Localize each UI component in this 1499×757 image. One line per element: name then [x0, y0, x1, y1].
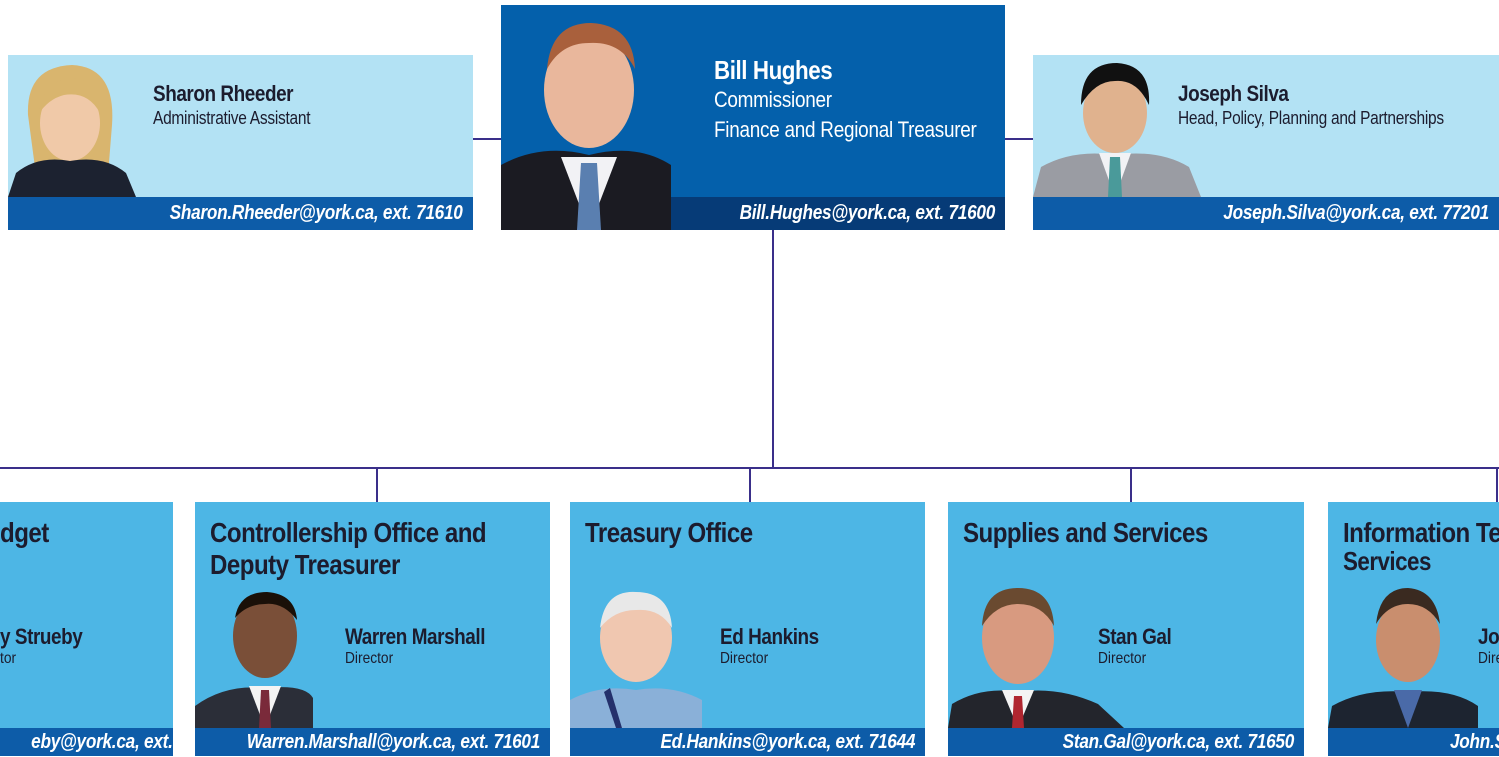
commissioner-name: Bill Hughes: [714, 55, 833, 85]
commissioner-photo: [501, 5, 671, 230]
assistant-name: Sharon Rheeder: [153, 81, 294, 106]
dept-director-role: Director: [1098, 650, 1147, 667]
dept-director-role: Director: [720, 650, 769, 667]
dept-director-photo: [1328, 582, 1478, 728]
dept-director-name: Stan Gal: [1098, 624, 1172, 649]
policy-head-title: Head, Policy, Planning and Partnerships: [1178, 108, 1444, 128]
dept-contact[interactable]: Ed.Hankins@york.ca, ext. 71644: [570, 728, 925, 756]
dept-director-name: Jol: [1478, 624, 1499, 649]
commissioner-card[interactable]: Bill Hughes Commissioner Finance and Reg…: [501, 5, 1005, 230]
dept-card-supplies[interactable]: Supplies and Services Stan Gal Director …: [948, 502, 1304, 756]
commissioner-contact[interactable]: Bill.Hughes@york.ca, ext. 71600: [671, 197, 1005, 230]
dept-contact[interactable]: Warren.Marshall@york.ca, ext. 71601: [195, 728, 550, 756]
connector-policy: [1005, 138, 1033, 140]
dept-director-role: tor: [0, 650, 17, 667]
connector-assistant: [473, 138, 501, 140]
dept-director-photo: [195, 588, 313, 728]
policy-head-contact[interactable]: Joseph.Silva@york.ca, ext. 77201: [1033, 197, 1499, 230]
dept-title-line1: Controllership Office and: [210, 517, 487, 548]
dept-director-name: y Strueby: [0, 624, 83, 649]
dept-card-information-technology[interactable]: Information Te Services Jol Dire John.S: [1328, 502, 1499, 756]
connector-drop-treasury: [749, 467, 751, 502]
dept-title-line1: Information Te: [1343, 517, 1499, 548]
connector-vertical-main: [772, 230, 774, 468]
policy-head-card[interactable]: Joseph Silva Head, Policy, Planning and …: [1033, 55, 1499, 230]
dept-director-role: Dire: [1478, 650, 1499, 667]
dept-contact[interactable]: eby@york.ca, ext. 71611: [0, 728, 173, 756]
dept-contact[interactable]: Stan.Gal@york.ca, ext. 71650: [948, 728, 1304, 756]
dept-director-photo: [570, 588, 702, 728]
dept-title: dget: [0, 517, 49, 548]
dept-contact[interactable]: John.S: [1328, 728, 1499, 756]
connector-drop-controllership: [376, 467, 378, 502]
connector-drop-supplies: [1130, 467, 1132, 502]
dept-title-line2: Services: [1343, 546, 1431, 576]
dept-card-treasury[interactable]: Treasury Office Ed Hankins Director Ed.H…: [570, 502, 925, 756]
connector-drop-it: [1496, 467, 1498, 502]
policy-head-name: Joseph Silva: [1178, 81, 1289, 106]
dept-director-role: Director: [345, 650, 394, 667]
dept-director-name: Warren Marshall: [345, 624, 486, 649]
policy-head-photo: [1033, 55, 1201, 197]
assistant-card[interactable]: Sharon Rheeder Administrative Assistant …: [8, 55, 473, 230]
commissioner-title-line2: Finance and Regional Treasurer: [714, 117, 977, 142]
assistant-title: Administrative Assistant: [153, 108, 311, 128]
assistant-photo: [8, 55, 136, 197]
dept-card-controllership[interactable]: Controllership Office and Deputy Treasur…: [195, 502, 550, 756]
dept-title-line2: Deputy Treasurer: [210, 549, 400, 580]
assistant-contact[interactable]: Sharon.Rheeder@york.ca, ext. 71610: [8, 197, 473, 230]
dept-director-photo: [948, 582, 1124, 728]
dept-card-budget[interactable]: dget y Strueby tor eby@york.ca, ext. 716…: [0, 502, 173, 756]
dept-title: Supplies and Services: [963, 517, 1208, 548]
dept-title: Treasury Office: [585, 517, 753, 548]
commissioner-title-line1: Commissioner: [714, 87, 832, 112]
dept-director-name: Ed Hankins: [720, 624, 819, 649]
